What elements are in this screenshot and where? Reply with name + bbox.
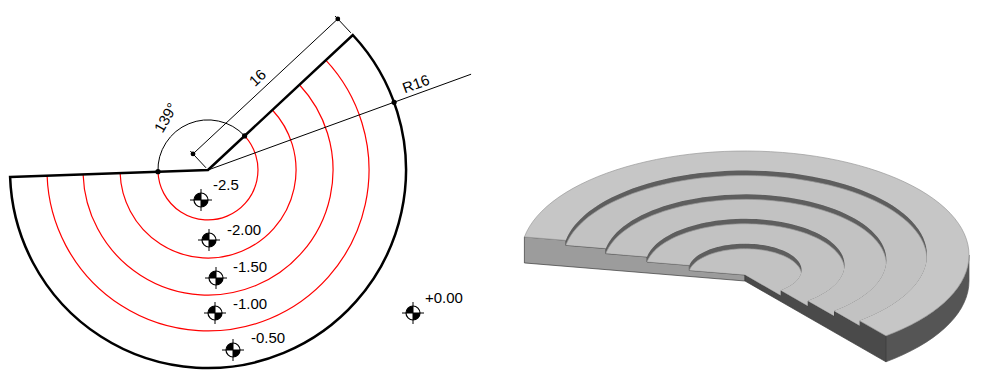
terrace-floor — [606, 199, 887, 316]
level-contours — [47, 60, 369, 331]
dimension-dot — [335, 17, 340, 22]
dimension-dot — [155, 169, 160, 174]
terrace-floor — [647, 224, 845, 306]
elevation-label: +0.00 — [424, 290, 464, 305]
terrace-floor — [689, 249, 801, 296]
terrace — [689, 244, 801, 296]
terrace-wall — [647, 219, 845, 306]
elevation-marker — [198, 229, 220, 251]
elevation-label: -0.50 — [250, 330, 286, 345]
elevation-marker — [204, 302, 226, 324]
terrace-wall — [606, 194, 887, 316]
radius-leader — [208, 74, 471, 170]
terrace — [647, 219, 845, 306]
terrace-floor — [566, 176, 927, 326]
dimension-dot — [392, 100, 397, 105]
extension-line — [190, 151, 206, 168]
top-surface — [524, 151, 969, 336]
elevation-label: -2.5 — [212, 177, 240, 192]
angle-dimension-text: 139° — [150, 99, 180, 135]
contour-arc — [120, 110, 296, 258]
terrace — [606, 194, 887, 316]
terrace-wall — [566, 171, 927, 326]
sector-outline — [10, 35, 406, 368]
terrace-wall — [689, 244, 801, 296]
elevation-marker — [402, 302, 424, 324]
terrace — [566, 171, 927, 326]
contour-arc — [158, 136, 258, 220]
radius-dimension-text: R16 — [399, 71, 432, 95]
extension-line — [335, 16, 351, 33]
dimension-dot — [242, 133, 247, 138]
dimension-dot — [191, 152, 196, 157]
contour-arc — [47, 60, 369, 331]
elevation-label: -1.00 — [232, 296, 268, 311]
elevation-label: -2.00 — [226, 222, 262, 237]
elevation-label: -1.50 — [232, 259, 268, 274]
dimension-line — [193, 19, 338, 154]
contour-arc — [83, 85, 333, 295]
elevation-marker — [190, 189, 212, 211]
length-dimension-text: 16 — [245, 66, 269, 90]
elevation-marker — [222, 339, 244, 361]
elevation-marker — [205, 267, 227, 289]
